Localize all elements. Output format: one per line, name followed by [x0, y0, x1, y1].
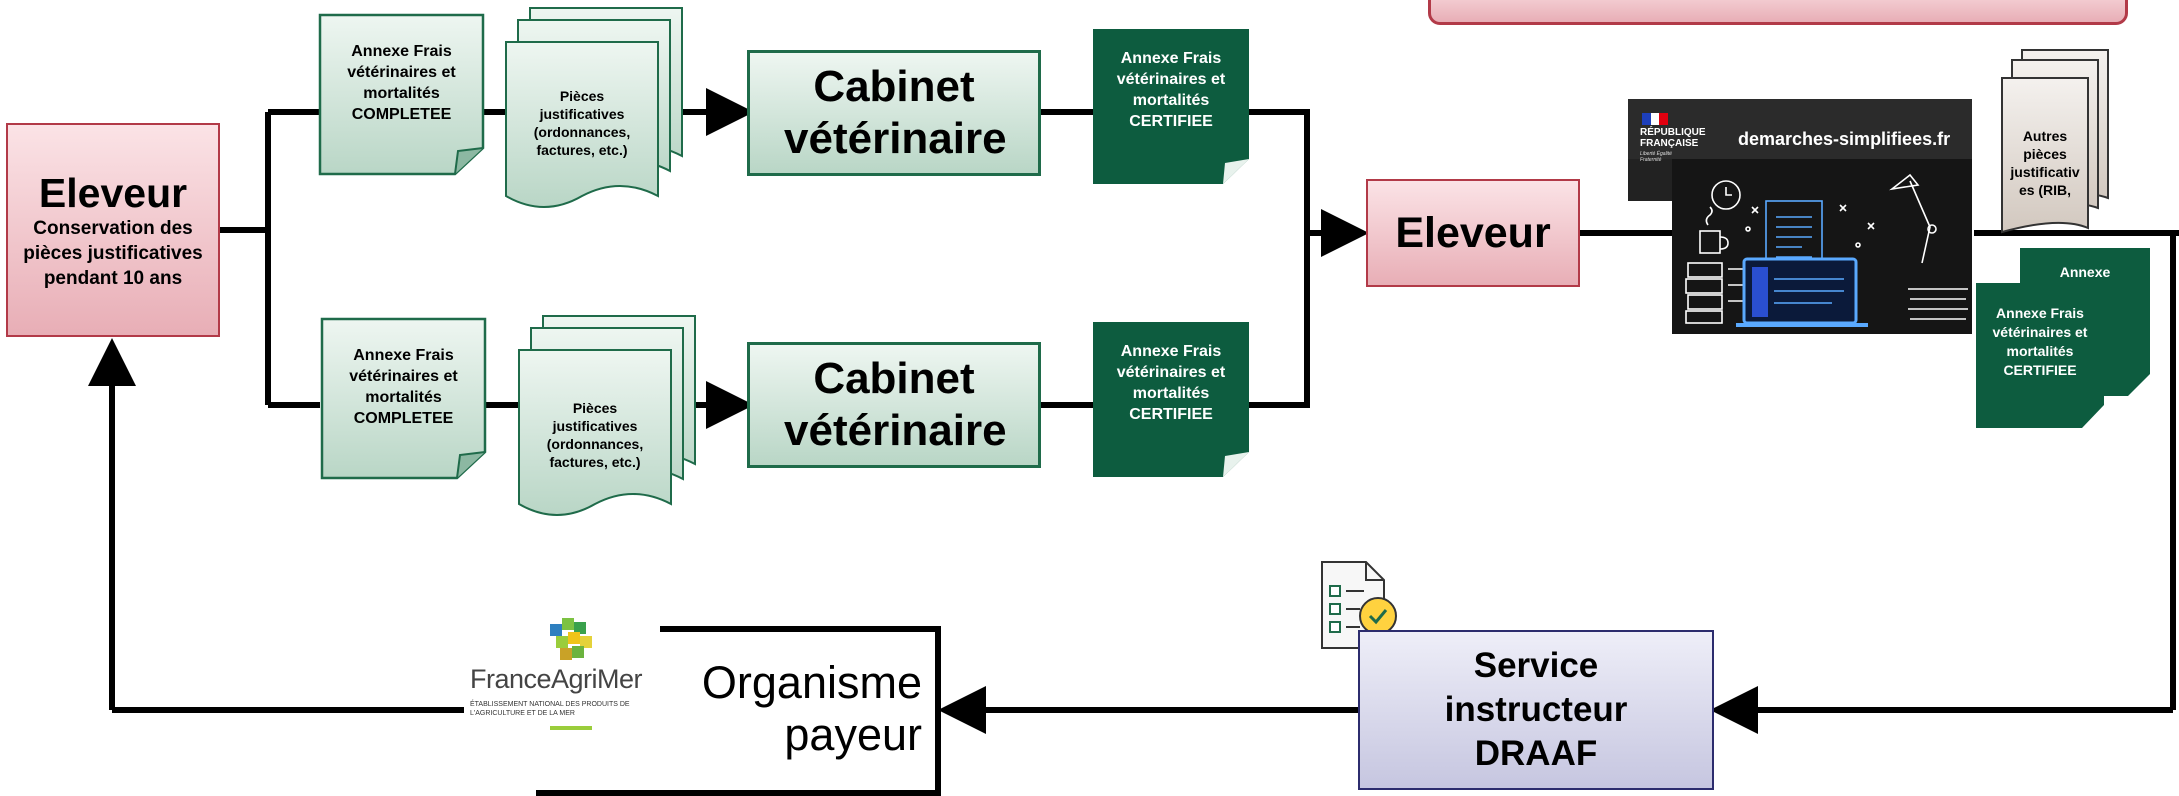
- franceagrimer-tagline: ÉTABLISSEMENT NATIONAL DES PRODUITS DE L…: [470, 701, 630, 717]
- franceagrimer-underline: [550, 726, 592, 730]
- document-fold-icon: [318, 13, 485, 176]
- eleveur-left-subtitle: Conservation des pièces justificatives p…: [23, 217, 203, 289]
- document-fold-icon: [320, 317, 487, 480]
- marianne-logo: [1642, 113, 1668, 125]
- eleveur-mid-title: Eleveur: [1395, 209, 1551, 257]
- franceagrimer-mosaic-icon: [550, 618, 592, 660]
- annexe-completee-bottom: Annexe Frais vétérinaires et mortalités …: [320, 317, 487, 480]
- franceagrimer-logo: FranceAgriMer ÉTABLISSEMENT NATIONAL DES…: [464, 616, 660, 736]
- eleveur-left-box: Eleveur Conservation des pièces justific…: [6, 123, 220, 337]
- service-instructeur-label: Service instructeur DRAAF: [1444, 646, 1628, 773]
- pieces-top-label: Pièces justificatives (ordonnances, fact…: [533, 88, 631, 158]
- franceagrimer-name: FranceAgriMer: [470, 664, 643, 694]
- checklist-icon: [1318, 560, 1402, 652]
- connector-certifiee-merge-top: [1248, 109, 1310, 408]
- demarches-side: [1628, 159, 1672, 201]
- document-stack-icon: [518, 315, 696, 516]
- eleveur-left-title: Eleveur: [38, 169, 188, 216]
- devise-text: Liberté Égalité Fraternité: [1640, 151, 1672, 163]
- document-stack-icon: [505, 7, 683, 208]
- annexe-completee-top: Annexe Frais vétérinaires et mortalités …: [318, 13, 485, 176]
- annexe-certifiee-top: Annexe Frais vétérinaires et mortalités …: [1093, 29, 1249, 184]
- pieces-bottom-label: Pièces justificatives (ordonnances, fact…: [546, 400, 644, 470]
- document-stack-icon: [2001, 49, 2109, 234]
- demarches-header: [1628, 99, 1972, 159]
- desk-illustration-icon: [1685, 173, 1968, 327]
- header-pink-box: [1428, 0, 2128, 25]
- cabinet-bottom-label: Cabinet vétérinaire: [784, 354, 1007, 455]
- annexe-completee-top-label: Annexe Frais vétérinaires et mortalités …: [347, 43, 456, 123]
- cabinet-top-label: Cabinet vétérinaire: [784, 62, 1007, 163]
- service-instructeur-box: Service instructeur DRAAF: [1358, 630, 1714, 790]
- annexe-certifiee-front: Annexe Frais vétérinaires et mortalités …: [1976, 283, 2104, 428]
- demarches-site-name: demarches-simplifiees.fr: [1738, 129, 1951, 149]
- autres-pieces-stack: Autres pièces justificativ es (RIB,: [2000, 48, 2110, 248]
- annexe-completee-bottom-label: Annexe Frais vétérinaires et mortalités …: [349, 347, 458, 427]
- pieces-stack-top: Pièces justificatives (ordonnances, fact…: [504, 6, 684, 220]
- annexe-certifiee-bottom-label: Annexe Frais vétérinaires et mortalités …: [1093, 328, 1249, 438]
- demarches-illustration: [1672, 159, 1972, 334]
- pieces-stack-bottom: Pièces justificatives (ordonnances, fact…: [517, 314, 697, 528]
- annexe-certifiee-bottom: Annexe Frais vétérinaires et mortalités …: [1093, 322, 1249, 477]
- annexe-certifiee-front-label: Annexe Frais vétérinaires et mortalités …: [1976, 287, 2104, 397]
- autres-pieces-label: Autres pièces justificativ es (RIB,: [2010, 128, 2080, 198]
- eleveur-mid-box: Eleveur: [1366, 179, 1580, 287]
- annexe-certifiee-back-label: Annexe: [2020, 262, 2150, 283]
- annexe-certifiee-top-label: Annexe Frais vétérinaires et mortalités …: [1093, 35, 1249, 145]
- republique-francaise-text: RÉPUBLIQUE FRANÇAISE: [1640, 127, 1706, 149]
- organisme-payeur-label: Organisme payeur: [701, 657, 922, 760]
- cabinet-bottom-box: Cabinet vétérinaire: [747, 342, 1041, 468]
- demarches-panel: RÉPUBLIQUE FRANÇAISE Liberté Égalité Fra…: [1628, 99, 1972, 334]
- cabinet-top-box: Cabinet vétérinaire: [747, 50, 1041, 176]
- checklist-document-icon: [1321, 561, 1397, 649]
